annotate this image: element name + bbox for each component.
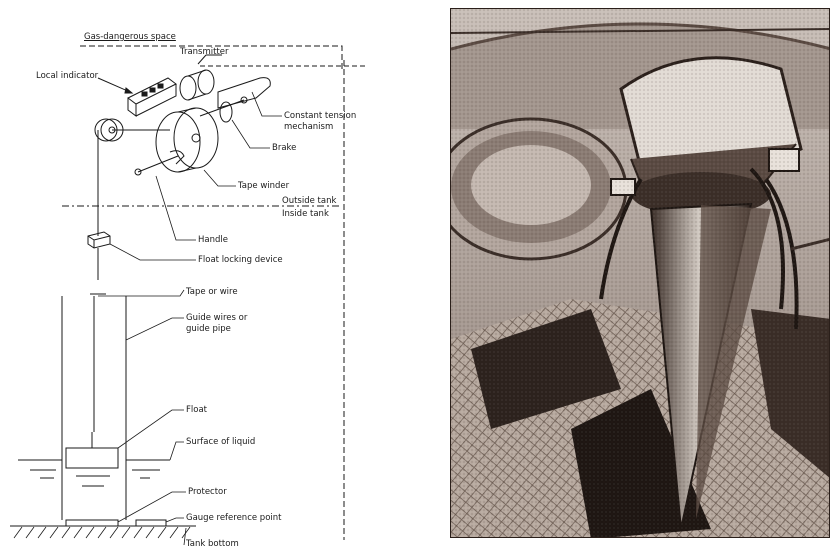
photo-illustration [451, 9, 830, 538]
label-tape-winder: Tape winder [238, 182, 289, 191]
label-constant-tension-2: mechanism [284, 123, 333, 132]
label-handle: Handle [198, 236, 228, 245]
float-gauge-schematic [0, 0, 440, 548]
label-brake: Brake [272, 144, 296, 153]
brake-icon [200, 97, 247, 122]
label-inside-tank: Inside tank [282, 210, 329, 219]
tape-winder-icon [156, 108, 218, 172]
label-float-locking-device: Float locking device [198, 256, 283, 265]
label-constant-tension-1: Constant tension [284, 112, 356, 121]
label-surface-of-liquid: Surface of liquid [186, 438, 255, 447]
label-outside-tank: Outside tank [282, 197, 336, 206]
label-transmitter: Transmitter [180, 48, 229, 57]
label-gas-dangerous-space: Gas-dangerous space [84, 33, 176, 42]
float-locking-device-icon [88, 232, 110, 248]
label-protector: Protector [188, 488, 227, 497]
label-local-indicator: Local indicator [36, 72, 98, 81]
label-gauge-reference-point: Gauge reference point [186, 514, 281, 523]
tank-bottom-hatch [14, 527, 190, 538]
transmitter-icon [180, 70, 214, 100]
gauge-reference-point-icon [136, 520, 166, 526]
tank-gauge-photo [450, 8, 830, 538]
label-tank-bottom: Tank bottom [186, 540, 239, 549]
liquid-surface-icon [18, 460, 170, 486]
label-guide-wires-1: Guide wires or [186, 314, 247, 323]
handle-icon [135, 151, 184, 175]
label-float: Float [186, 406, 207, 415]
local-indicator-icon [128, 78, 176, 116]
protector-icon [66, 520, 118, 526]
label-tape-or-wire: Tape or wire [186, 288, 238, 297]
label-guide-wires-2: guide pipe [186, 325, 231, 334]
float-icon [66, 432, 118, 468]
